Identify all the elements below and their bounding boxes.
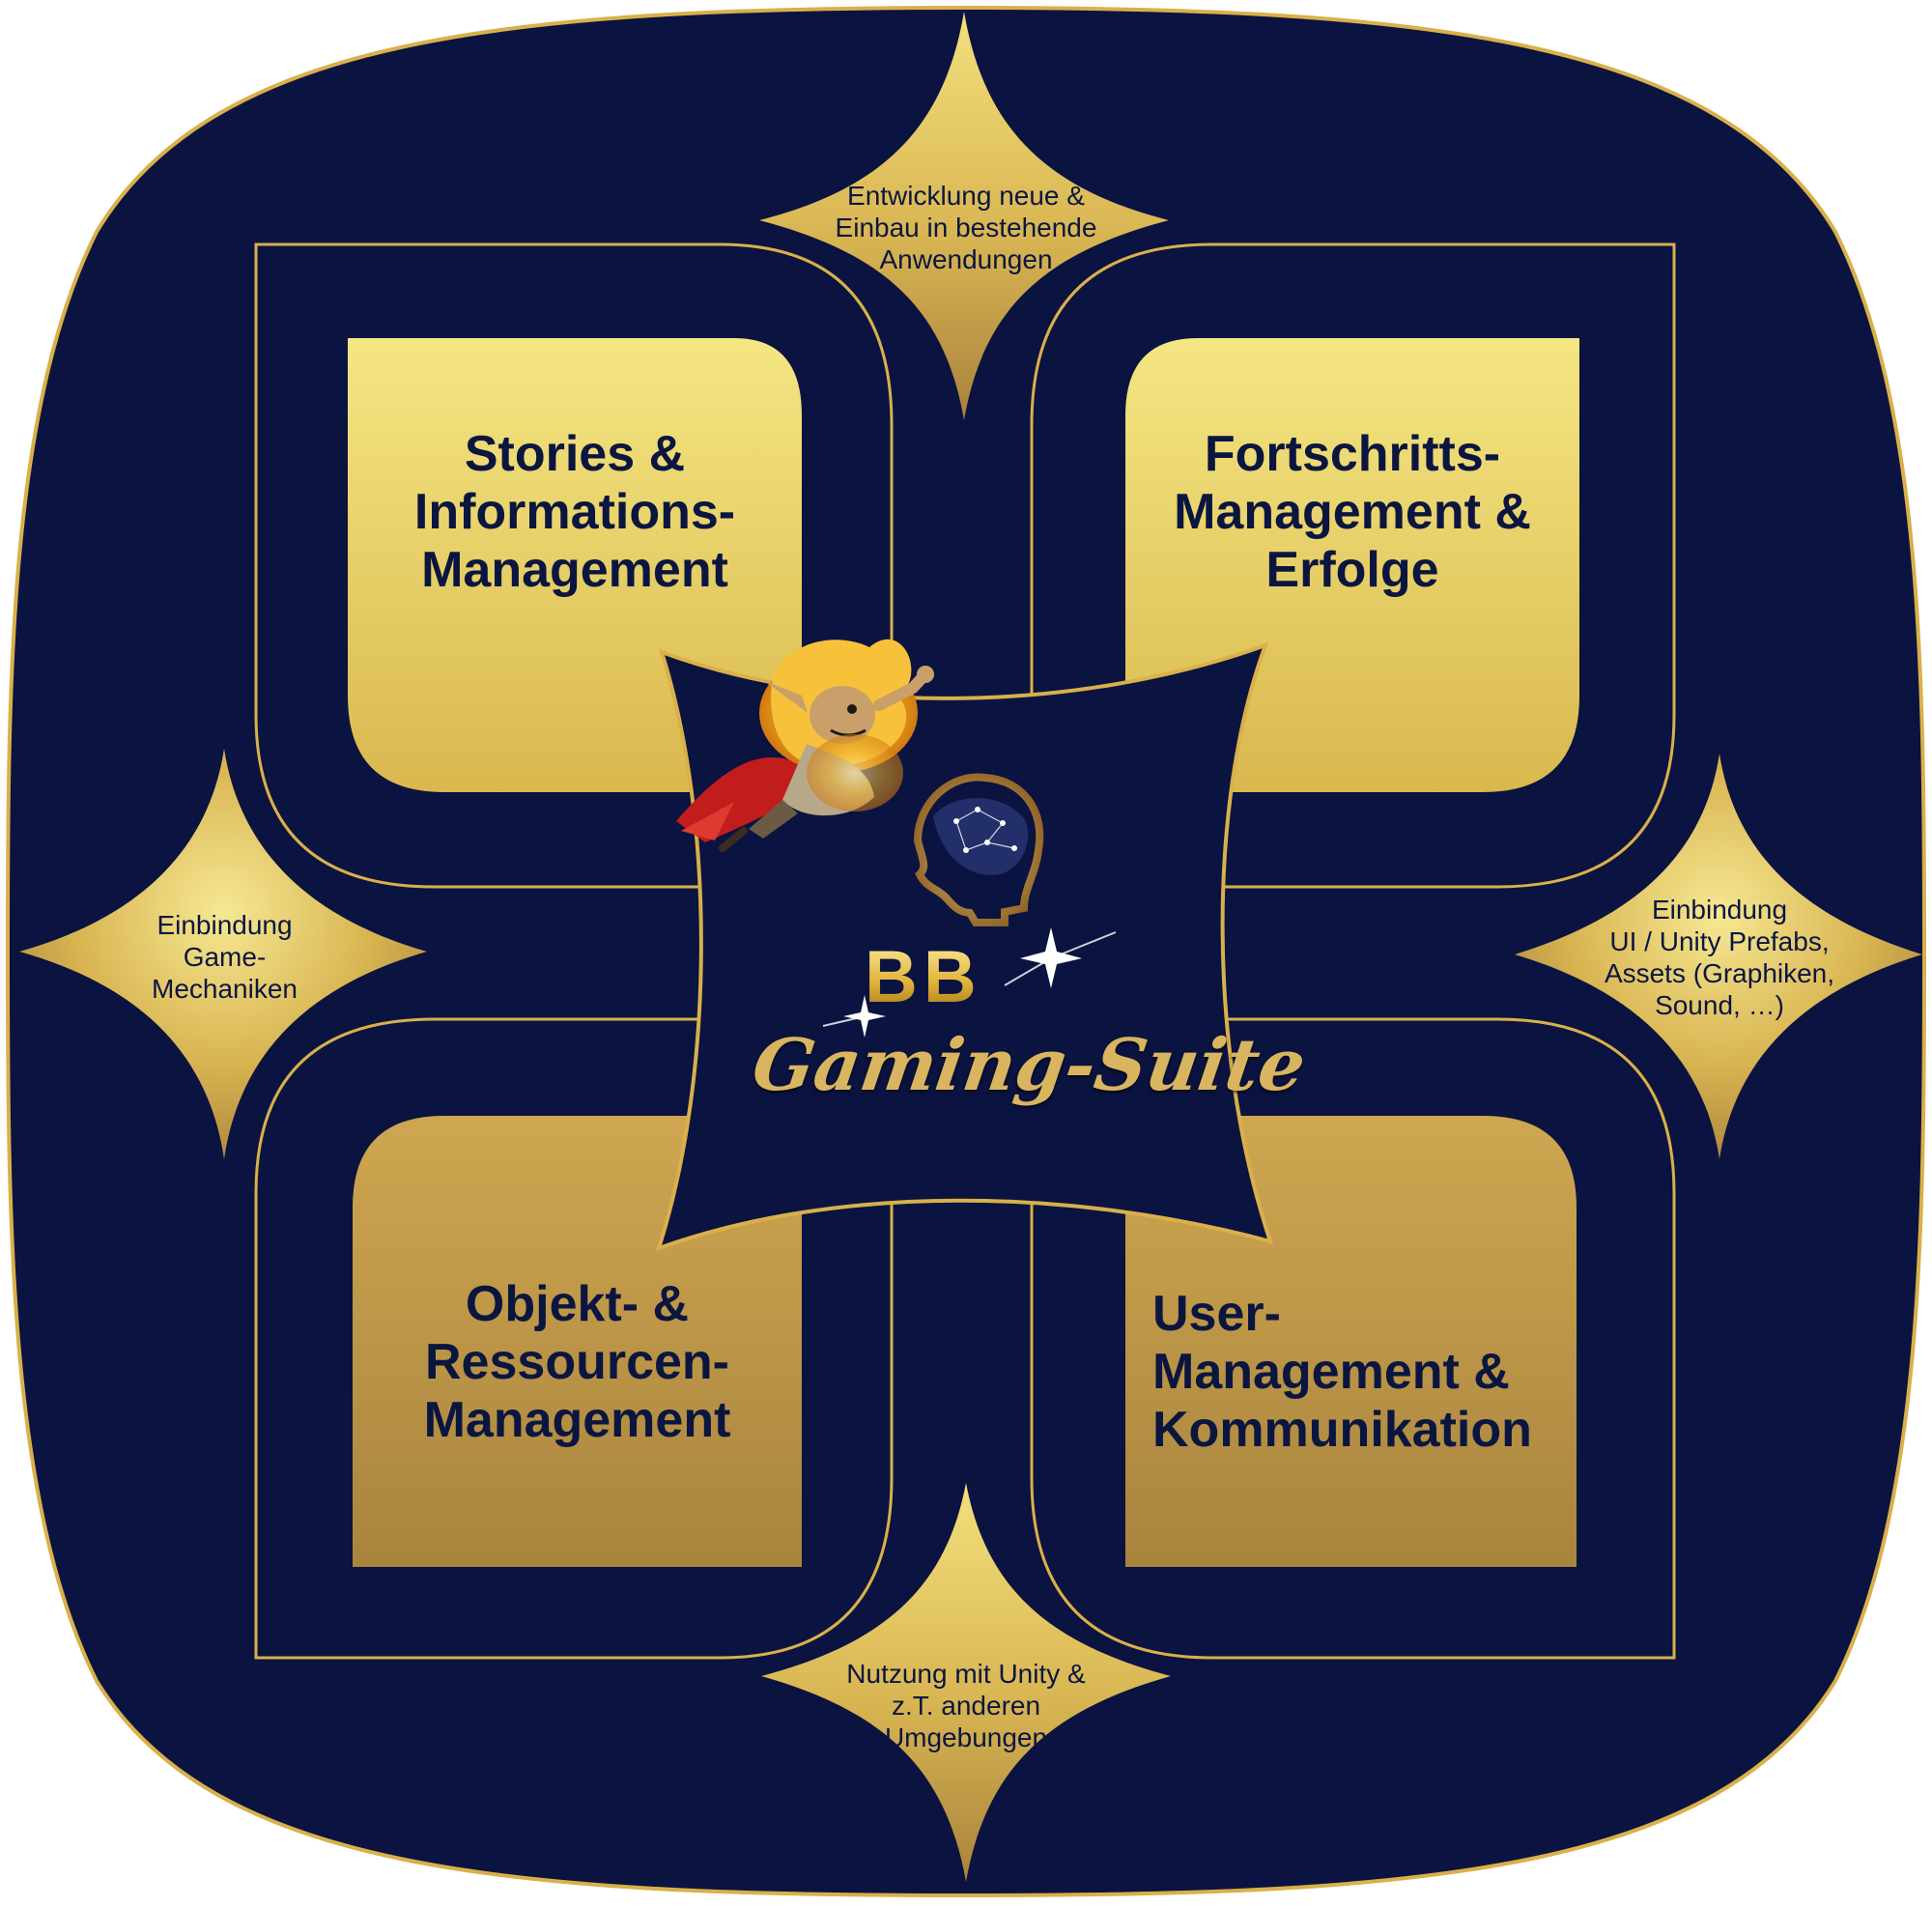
logo-bb: BB — [865, 936, 982, 1018]
logo-suite-name: Gaming-Suite — [747, 1024, 1311, 1107]
brain-head-icon — [913, 773, 1044, 926]
star-top — [759, 12, 1169, 420]
star-bottom — [761, 1483, 1171, 1882]
star-left — [19, 749, 427, 1159]
flying-goblin-hero-icon — [676, 639, 934, 852]
star-right — [1515, 754, 1922, 1159]
sparkle-icon — [822, 927, 1117, 1038]
